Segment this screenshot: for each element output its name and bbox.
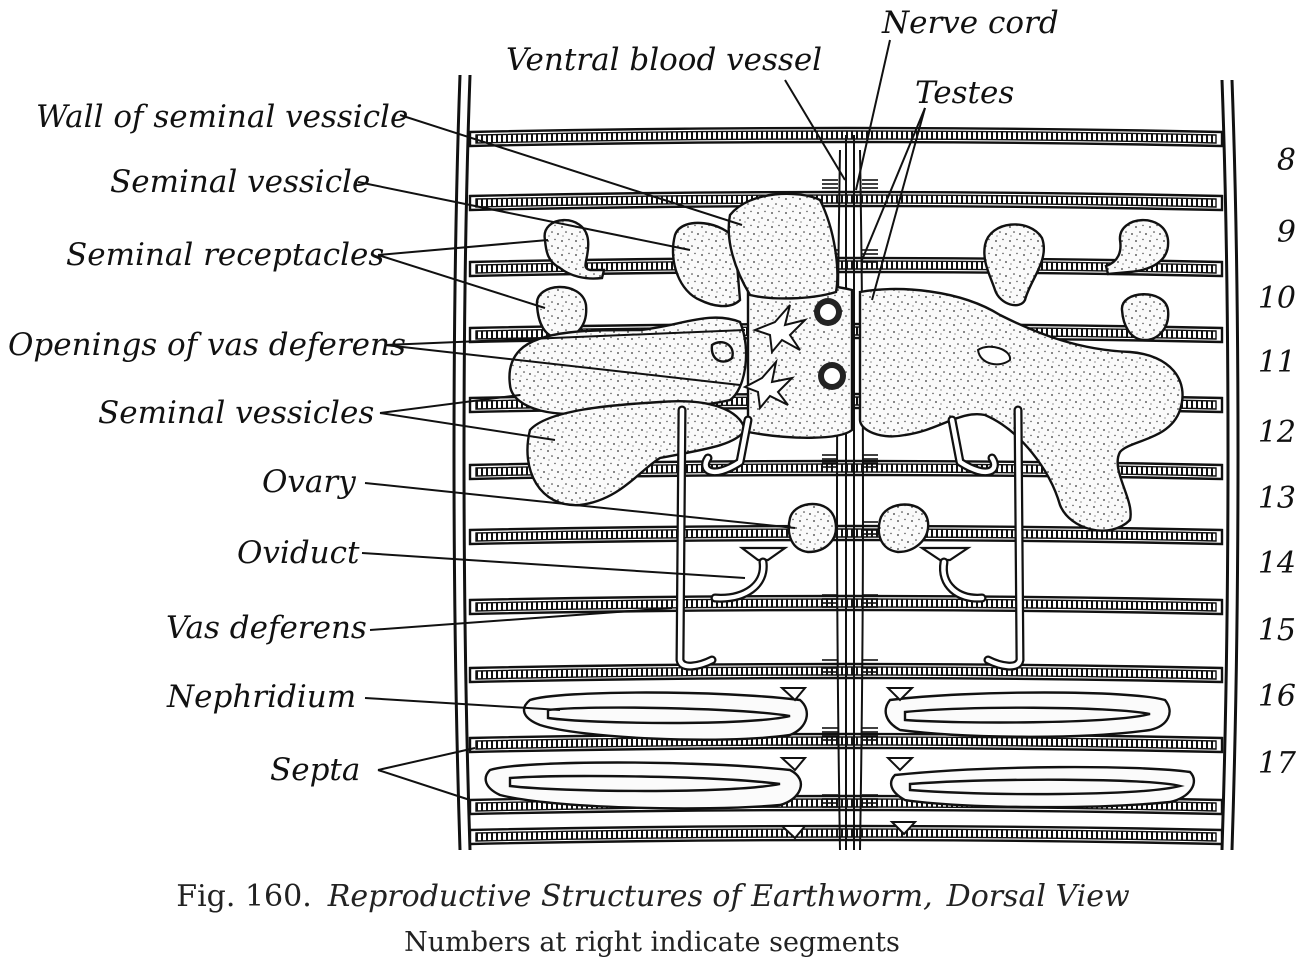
label-seminal-vessicles: Seminal vessicles	[98, 395, 374, 431]
ovaries	[787, 502, 930, 554]
label-vas-deferens: Vas deferens	[166, 610, 367, 646]
nerve-cord-structure	[836, 135, 864, 851]
segment-number: 17	[1258, 746, 1297, 781]
label-testes: Testes	[915, 75, 1014, 111]
caption-fig-number: Fig. 160.	[176, 879, 311, 914]
caption-title-view: Dorsal View	[946, 879, 1130, 914]
oviducts	[710, 546, 987, 603]
label-septa: Septa	[270, 752, 360, 788]
seminal-receptacles-left	[535, 218, 606, 340]
caption-title: Reproductive Structures of Earthworm,	[327, 879, 933, 914]
figure-caption: Fig. 160. Reproductive Structures of Ear…	[176, 879, 1130, 958]
label-oviduct: Oviduct	[237, 535, 360, 571]
label-openings-of-vas-deferens: Openings of vas deferens	[8, 327, 406, 363]
caption-subtitle: Numbers at right indicate segments	[404, 927, 900, 958]
segment-number: 11	[1258, 345, 1296, 380]
label-wall-of-seminal-vessicle: Wall of seminal vessicle	[36, 99, 408, 135]
seminal-receptacles-right	[1104, 218, 1170, 342]
testis-follicles	[742, 298, 846, 411]
svg-text:Fig. 160. Reproductive S: Fig. 160. Reproductive Structures of Ear…	[176, 879, 1130, 914]
label-nerve-cord: Nerve cord	[881, 5, 1059, 41]
vas-deferens-tubes	[675, 405, 1025, 671]
segment-numbers: 8 9 10 11 12 13 14 15 16 17	[1258, 143, 1297, 781]
segment-number: 10	[1258, 281, 1296, 316]
nephridia	[484, 691, 1196, 810]
label-ovary: Ovary	[262, 464, 356, 500]
segment-number: 9	[1277, 215, 1296, 250]
seminal-vessicles-left	[508, 221, 748, 507]
segment-number: 13	[1258, 481, 1296, 516]
label-seminal-receptacles: Seminal receptacles	[66, 237, 384, 273]
segment-number: 16	[1258, 679, 1296, 714]
segment-number: 14	[1258, 546, 1296, 581]
nephrostome-funnels	[779, 687, 918, 840]
body-wall	[452, 74, 1240, 851]
label-nephridium: Nephridium	[166, 679, 356, 715]
label-ventral-blood-vessel: Ventral blood vessel	[506, 42, 822, 78]
segment-number: 15	[1258, 613, 1296, 648]
leader-lines	[357, 39, 926, 801]
segment-number: 12	[1258, 415, 1296, 450]
segment-number: 8	[1277, 143, 1296, 178]
diagram-labels: Nerve cord Ventral blood vessel Testes W…	[8, 5, 1059, 788]
label-seminal-vessicle: Seminal vessicle	[110, 164, 370, 200]
